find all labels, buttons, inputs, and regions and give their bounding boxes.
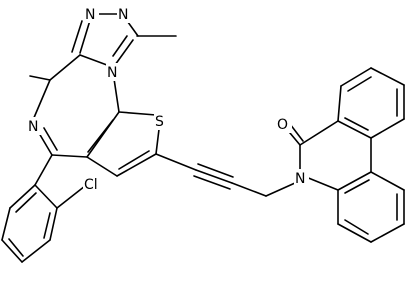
atom-n-triazole-3: N xyxy=(107,65,117,81)
chlorophenyl-ring xyxy=(1,154,86,263)
atom-n-diazepine: N xyxy=(28,119,38,135)
atom-chlorine: Cl xyxy=(84,177,98,193)
atom-n-triazole-1: N xyxy=(85,7,95,23)
atom-labels: N N N N S Cl O N xyxy=(27,5,309,193)
atom-n-triazole-2: N xyxy=(118,7,128,23)
atom-o-carbonyl: O xyxy=(277,117,288,133)
atom-s-thiophene: S xyxy=(155,114,164,130)
diazepine-ring xyxy=(29,54,120,158)
thiophene-ring xyxy=(86,111,161,177)
phenanthridinone-core xyxy=(284,67,405,243)
atom-n-lactam: N xyxy=(295,171,305,187)
propargyl-linker xyxy=(155,153,296,197)
